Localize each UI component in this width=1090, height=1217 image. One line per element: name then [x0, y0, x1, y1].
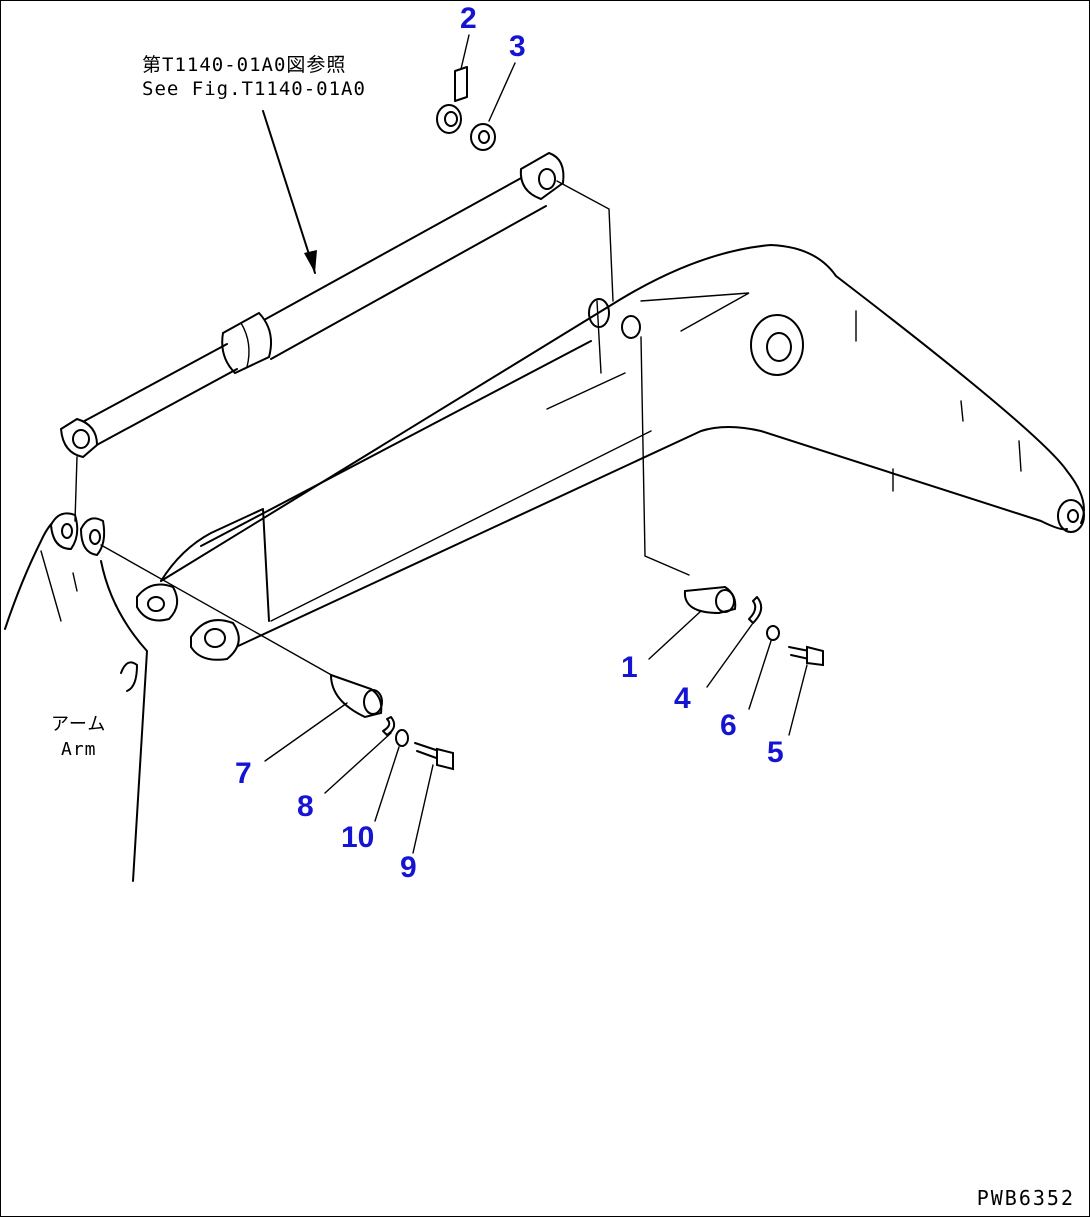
arm-top-bore-right: [89, 529, 101, 545]
reference-arrow-head: [304, 250, 317, 273]
boom-bottom-outline: [235, 426, 1068, 648]
leader-cylinder-head: [556, 180, 614, 302]
boom-top-outline: [160, 244, 1085, 582]
part-10-washer: [395, 729, 409, 747]
leader-callout-6: [748, 640, 772, 710]
arm-label-jp: アーム: [51, 714, 107, 735]
callout-2: 2: [460, 2, 477, 35]
cylinder-barrel-bottom-edge: [270, 205, 547, 360]
callout-3: 3: [509, 30, 526, 63]
part-7-pin: [329, 673, 383, 719]
leader-pin-1: [640, 336, 690, 576]
part-8-plate: [382, 716, 396, 736]
arm-top-boss-right: [79, 517, 106, 557]
cylinder-rod-bore: [72, 429, 90, 449]
cylinder-rod-top-edge: [76, 343, 228, 426]
reference-label-en: See Fig.T1140-01A0: [142, 78, 366, 100]
boom-foot-boss: [750, 314, 804, 376]
arm-detail-lines: [40, 550, 78, 622]
reference-arrow-line: [262, 110, 316, 274]
cylinder-rod-bottom-edge: [92, 368, 238, 448]
arm-top-bore-left: [61, 523, 73, 539]
callout-6: 6: [720, 709, 737, 742]
callout-8: 8: [297, 790, 314, 823]
cylinder-gland-line: [240, 322, 250, 368]
part-2-bushing: [436, 66, 468, 134]
assembly-lines: [74, 180, 690, 678]
boom-rear-bore: [1067, 509, 1079, 523]
cylinder-barrel-top-edge: [243, 176, 524, 332]
leader-callout-2: [460, 34, 470, 70]
callout-5: 5: [767, 736, 784, 769]
arm-lower-boss: [120, 661, 138, 692]
boom-rear-boss: [1057, 499, 1085, 533]
callout-9: 9: [400, 851, 417, 884]
leader-callout-8: [324, 732, 392, 794]
boom-front-face: [160, 508, 270, 622]
cylinder-head-bore: [538, 168, 556, 190]
pin-7-body: [329, 673, 383, 719]
cylinder-head-eye: [519, 151, 565, 201]
reference-label-jp: 第T1140-01A0図参照: [142, 54, 347, 76]
boom: [136, 244, 1085, 661]
part-9-bolt: [414, 742, 454, 771]
boom-nose-right-boss: [190, 619, 240, 661]
leader-callout-3: [488, 62, 516, 122]
part-4-plate: [748, 596, 763, 624]
pin-1-head: [715, 589, 735, 613]
boom-foot-bore: [766, 332, 792, 362]
boom-nose-left-boss: [136, 583, 179, 622]
callout-4: 4: [674, 682, 691, 715]
leader-callout-7: [264, 702, 348, 762]
boom-nose-right-bore: [204, 628, 226, 648]
callout-7: 7: [235, 757, 252, 790]
part-6-washer: [766, 625, 780, 641]
leader-rod-to-arm: [74, 456, 78, 522]
boom-lower-line: [270, 430, 652, 622]
boom-nose-left-bore: [147, 596, 165, 612]
boom-detail-line: [546, 372, 626, 410]
leader-callout-10: [374, 746, 400, 822]
arm-label-en: Arm: [61, 739, 97, 760]
arm-right-edge: [100, 560, 148, 882]
boom-hidden-lines: [855, 310, 1022, 492]
boom-bracket-edge: [596, 300, 602, 374]
leader-callout-9: [412, 764, 434, 854]
hydraulic-cylinder: [59, 151, 565, 459]
callout-10: 10: [341, 821, 375, 854]
cylinder-rod-eye: [59, 417, 99, 459]
callout-1: 1: [621, 651, 638, 684]
part-3-ring: [470, 123, 496, 151]
boom-bracket: [640, 292, 750, 332]
arm: [4, 512, 148, 882]
part-5-bolt: [788, 645, 824, 667]
leader-pin-7: [100, 544, 336, 678]
part-1-pin: [683, 585, 737, 615]
boom-side-line: [200, 340, 592, 547]
cylinder-gland: [221, 311, 272, 375]
leader-callout-5: [788, 664, 808, 736]
drawing-code: PWB6352: [976, 1186, 1075, 1210]
pin-7-head: [363, 689, 383, 715]
leader-callout-1: [648, 610, 702, 660]
boom-cylinder-pin-hole: [621, 315, 641, 339]
leader-callout-4: [706, 622, 754, 688]
arm-top-boss-left: [49, 512, 79, 551]
callout-leaders: [264, 34, 808, 854]
